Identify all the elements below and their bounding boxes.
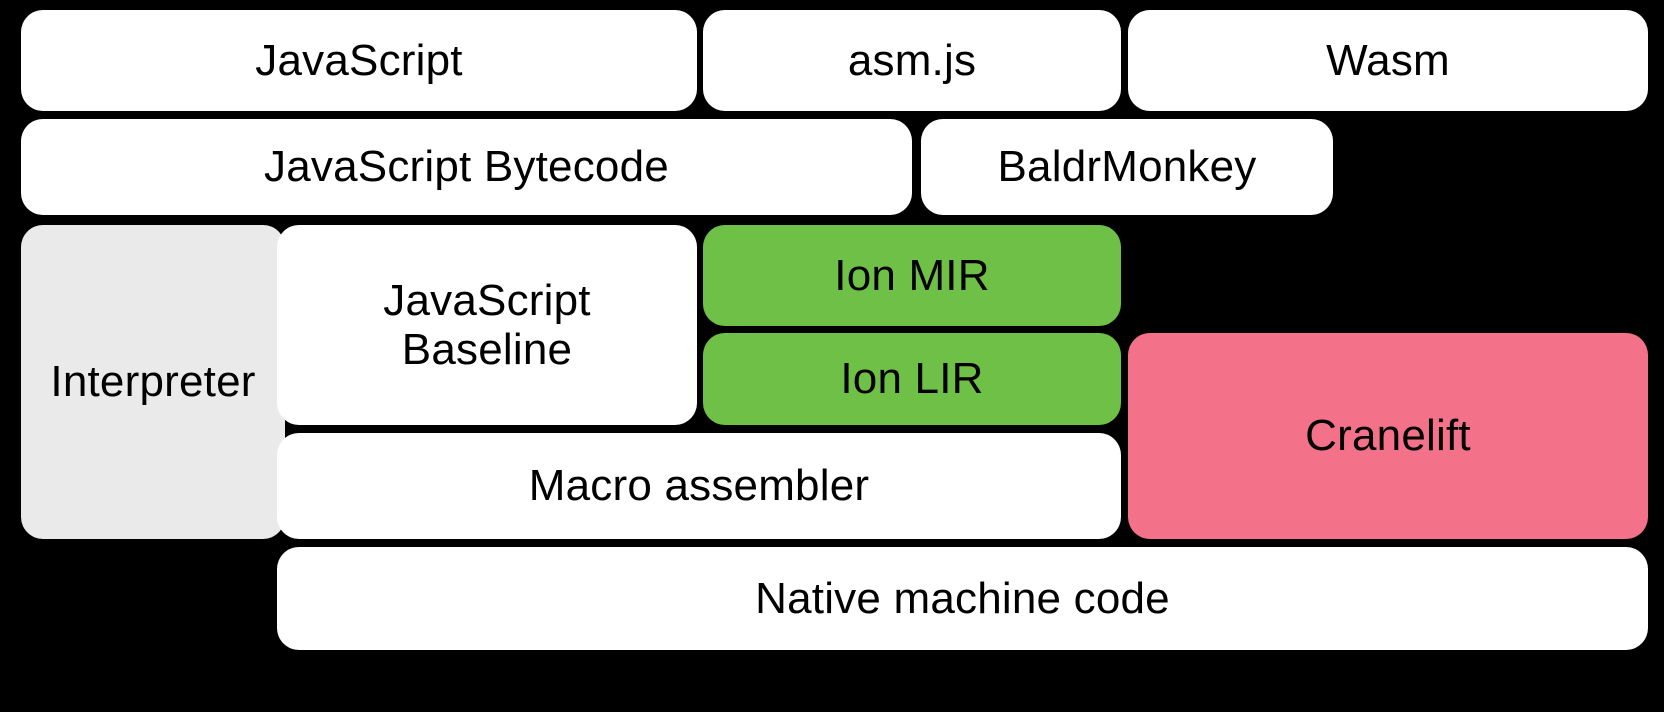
stage-box-javascript: JavaScript: [21, 10, 697, 111]
stage-box-interpreter: Interpreter: [21, 225, 285, 539]
stage-box-ion-lir: Ion LIR: [703, 333, 1121, 425]
stage-box-wasm: Wasm: [1128, 10, 1648, 111]
stage-box-javascript-bytecode: JavaScript Bytecode: [21, 119, 912, 215]
stage-box-baldrmonkey: BaldrMonkey: [921, 119, 1333, 215]
stage-box-javascript-baseline: JavaScript Baseline: [277, 225, 697, 425]
stage-box-ion-mir: Ion MIR: [703, 225, 1121, 326]
stage-box-cranelift: Cranelift: [1128, 333, 1648, 539]
stage-box-asm-js: asm.js: [703, 10, 1121, 111]
stage-box-macro-assembler: Macro assembler: [277, 433, 1121, 539]
stage-box-native-machine-code: Native machine code: [277, 547, 1648, 650]
